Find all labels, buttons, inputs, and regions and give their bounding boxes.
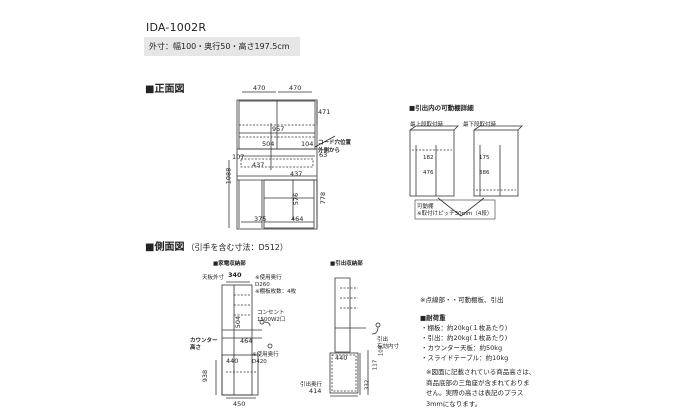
dim-107: 107 (232, 153, 245, 161)
load-capacity-heading: ■耐荷重 (420, 314, 446, 322)
dim-470-left: 470 (253, 84, 266, 92)
dim-340: 340 (228, 271, 242, 279)
outlet-label: コンセント 1500W2口 (257, 310, 286, 323)
side-dim-440: 440 (226, 357, 239, 365)
side-dim-450: 450 (233, 400, 246, 408)
movable-shelf-note: 可動棚 (417, 204, 434, 210)
dim-104: 104 (301, 140, 314, 148)
dim-375: 375 (254, 215, 267, 223)
load-item-slide-table: ・スライドテーブル：約10kg (421, 354, 509, 362)
load-item-shelf: ・棚板：約20kg(１枚あたり) (421, 324, 508, 332)
side-dim-504: 504 (234, 315, 243, 329)
load-item-drawer: ・引出：約20kg(１枚あたり) (421, 334, 508, 342)
side-view-appliance-drawing (215, 281, 273, 399)
drawer-dim-440: 440 (335, 354, 348, 362)
outer-size-box: 外寸：幅100・奥行50・高さ197.5cm (144, 37, 300, 56)
drawer-val-109: 109 (378, 345, 385, 357)
front-view-drawing (228, 91, 336, 230)
side-view-subtitle: （引手を含む寸法：D512） (186, 243, 288, 252)
drawer-val-117: 117 (372, 359, 379, 371)
dim-63: 63 (319, 151, 328, 159)
side-dim-464: 464 (240, 337, 253, 345)
util-depth-420: ※使用奥行 D420 (252, 352, 279, 365)
dim-437-lower: 437 (290, 170, 303, 178)
drawer-val-332: 332 (364, 379, 371, 391)
side-view-drawer-drawing (329, 277, 381, 397)
dim-576: 576 (292, 192, 301, 206)
side-view-title: ■側面図 (145, 242, 185, 253)
dim-957: 957 (272, 125, 285, 133)
dim-437-upper: 437 (252, 161, 265, 169)
side-view-heading: ■側面図（引手を含む寸法：D512） (145, 238, 288, 253)
front-view-heading: ■正面図 (145, 84, 185, 95)
drawer-storage-heading: ■引出収納部 (330, 261, 363, 267)
side-dim-938: 938 (201, 369, 210, 383)
drawer-detail-heading: ■引出内の可動棚詳細 (409, 104, 474, 112)
dotted-line-note: ※点線部・・可動棚板、引出 (420, 296, 504, 304)
counter-height-label: カウンター 高さ (190, 338, 218, 351)
cord-hole-callout: コード穴位置 外側から (318, 140, 352, 154)
right-val-386: 386 (479, 170, 490, 176)
bottom-mount-label: 最下段取付時 (463, 122, 497, 128)
dim-470-right: 470 (289, 84, 302, 92)
height-note: ※図面に記載されている商品高さは、 商品底部の三角座が含まれておりま せん。実際… (426, 368, 536, 408)
top-mount-label: 最上段取付時 (410, 122, 444, 128)
right-val-175: 175 (479, 155, 490, 161)
drawer-inner-label: 引出 有効内寸 (377, 337, 400, 350)
pull-depth-label: 引出奥行 (300, 382, 323, 388)
model-number: IDA-1002R (146, 21, 207, 34)
dim-1088: 1088 (224, 167, 233, 185)
dim-778: 778 (319, 191, 328, 205)
left-val-476: 476 (423, 170, 434, 176)
dim-464: 464 (291, 215, 304, 223)
pull-depth-value: 414 (309, 387, 322, 395)
drawer-detail-drawing (409, 125, 523, 220)
left-val-182: 182 (423, 155, 434, 161)
util-depth-260: ※使用奥行 D260 ※棚板枚数：4枚 (255, 275, 297, 295)
load-item-counter: ・カウンター天板：約50kg (421, 344, 503, 352)
dim-471: 471 (318, 108, 331, 116)
dim-504: 504 (262, 140, 275, 148)
appliance-heading: ■家電収納部 (213, 261, 246, 267)
shelf-pitch-note: ※取付けピッチ30mm（4段） (417, 211, 493, 217)
outer-top-label: 天板外寸 (202, 275, 225, 281)
